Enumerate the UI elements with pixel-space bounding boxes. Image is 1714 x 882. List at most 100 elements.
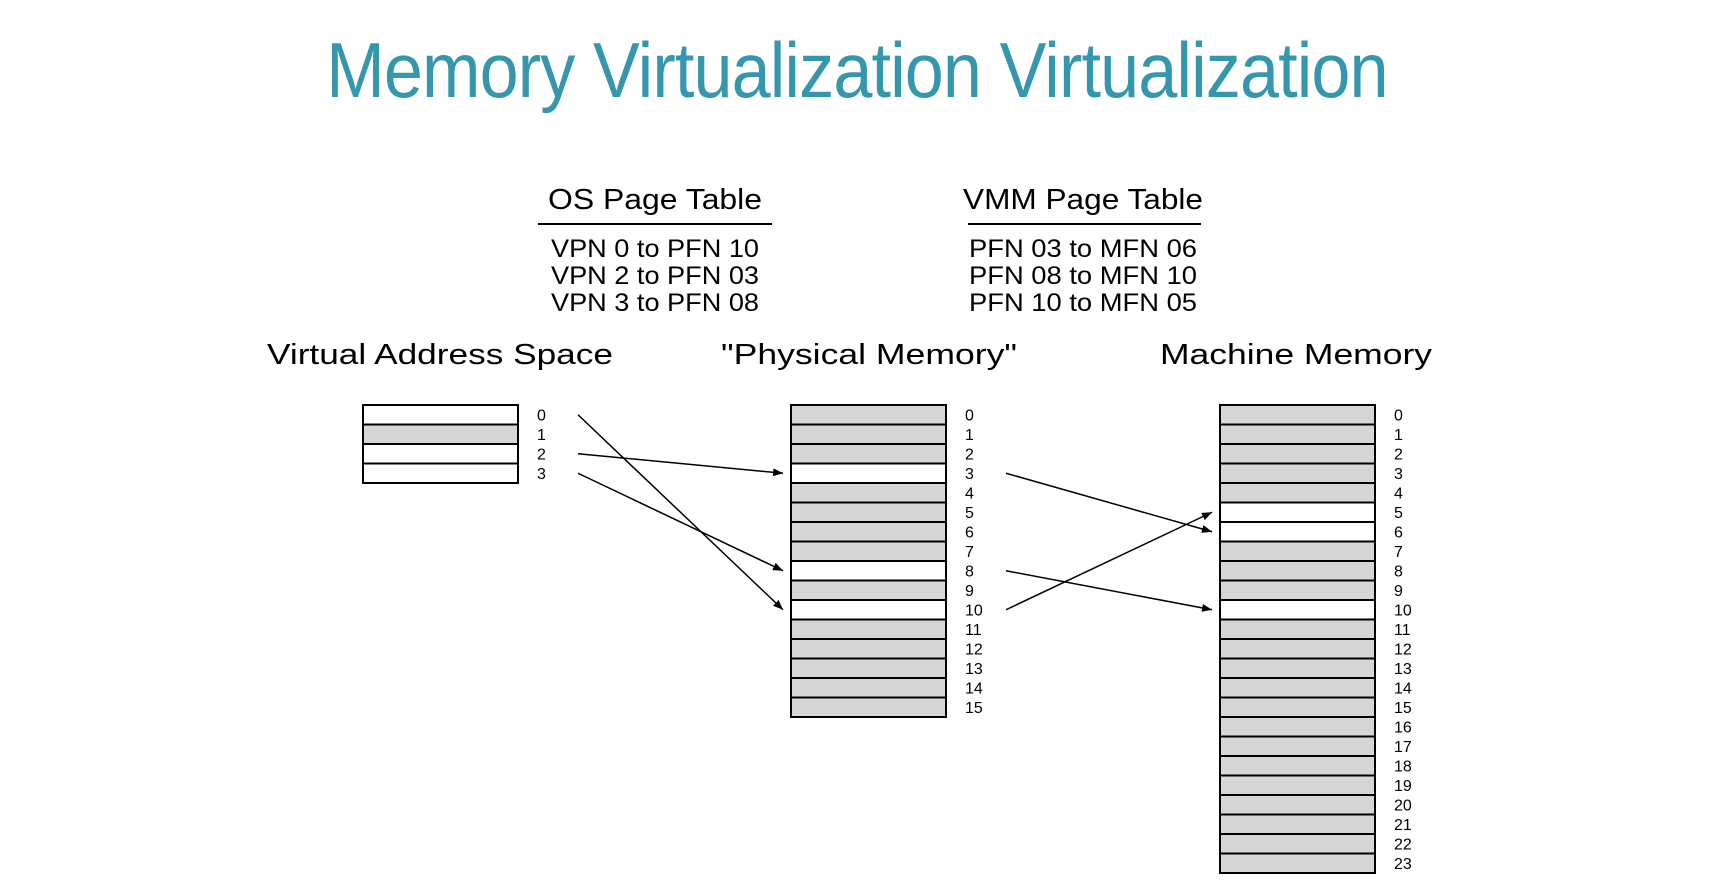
physical-page-index: 1 — [965, 427, 974, 444]
machine-page-cell — [1219, 852, 1376, 874]
physical-page-cell — [790, 599, 947, 621]
vmm-page-table-heading: VMM Page Table — [963, 184, 1203, 216]
virtual-page-cell — [362, 404, 519, 426]
physical-memory-label: "Physical Memory" — [721, 339, 1017, 371]
physical-page-cell — [790, 677, 947, 699]
machine-page-index: 9 — [1394, 583, 1403, 600]
machine-page-index: 14 — [1394, 681, 1412, 698]
physical-page-index: 10 — [965, 603, 983, 620]
machine-page-cell — [1219, 521, 1376, 543]
os-page-table-heading: OS Page Table — [548, 184, 762, 216]
physical-page-cell — [790, 540, 947, 562]
machine-page-index: 16 — [1394, 720, 1412, 737]
physical-page-cell — [790, 462, 947, 484]
machine-page-index: 7 — [1394, 544, 1403, 561]
mapping-arrow — [1005, 570, 1213, 612]
machine-page-index: 6 — [1394, 525, 1403, 542]
machine-page-cell — [1219, 599, 1376, 621]
physical-page-cell — [790, 482, 947, 504]
physical-page-index: 3 — [965, 466, 974, 483]
mapping-arrow — [577, 472, 784, 572]
memory-columns: 0123012345678910111213141501234567891011… — [362, 404, 1412, 874]
machine-page-cell — [1219, 677, 1376, 699]
machine-page-index: 17 — [1394, 739, 1412, 756]
machine-page-cell — [1219, 638, 1376, 660]
virtual-page-index: 0 — [537, 408, 546, 425]
slide-title: Memory Virtualization Virtualization — [326, 26, 1388, 114]
machine-page-cell — [1219, 579, 1376, 601]
physical-page-cell — [790, 638, 947, 660]
machine-page-index: 4 — [1394, 486, 1403, 503]
machine-page-cell — [1219, 833, 1376, 855]
physical-page-cell — [790, 404, 947, 426]
machine-page-index: 5 — [1394, 505, 1403, 522]
machine-page-index: 1 — [1394, 427, 1403, 444]
physical-page-cell — [790, 443, 947, 465]
machine-page-index: 22 — [1394, 837, 1412, 854]
physical-page-index: 5 — [965, 505, 974, 522]
virtual-page-cell — [362, 443, 519, 465]
physical-page-index: 4 — [965, 486, 974, 503]
mapping-arrows — [577, 414, 1213, 612]
physical-page-index: 15 — [965, 700, 983, 717]
vmm-page-table-entry: PFN 08 to MFN 10 — [969, 262, 1197, 290]
physical-page-cell — [790, 579, 947, 601]
machine-page-cell — [1219, 716, 1376, 738]
mapping-arrow — [577, 414, 784, 611]
virtual-page-index: 2 — [537, 447, 546, 464]
machine-page-index: 8 — [1394, 564, 1403, 581]
physical-page-cell — [790, 521, 947, 543]
os-page-table: OS Page Table VPN 0 to PFN 10 VPN 2 to P… — [538, 184, 772, 317]
physical-page-index: 7 — [965, 544, 974, 561]
mapping-arrow — [1005, 472, 1213, 533]
vmm-page-table: VMM Page Table PFN 03 to MFN 06 PFN 08 t… — [963, 184, 1203, 317]
machine-page-index: 0 — [1394, 408, 1403, 425]
physical-page-cell — [790, 618, 947, 640]
machine-page-index: 2 — [1394, 447, 1403, 464]
machine-page-cell — [1219, 404, 1376, 426]
virtual-page-index: 1 — [537, 427, 546, 444]
machine-page-cell — [1219, 735, 1376, 757]
machine-page-cell — [1219, 540, 1376, 562]
physical-page-index: 14 — [965, 681, 983, 698]
machine-page-index: 23 — [1394, 856, 1412, 873]
machine-page-cell — [1219, 813, 1376, 835]
machine-memory-label: Machine Memory — [1160, 339, 1433, 371]
physical-page-index: 9 — [965, 583, 974, 600]
physical-page-index: 2 — [965, 447, 974, 464]
virtual-page-cell — [362, 423, 519, 445]
machine-page-index: 19 — [1394, 778, 1412, 795]
virtual-page-cell — [362, 462, 519, 484]
mapping-arrow — [1005, 511, 1213, 611]
machine-page-index: 21 — [1394, 817, 1412, 834]
mapping-arrow — [577, 453, 784, 477]
physical-page-index: 0 — [965, 408, 974, 425]
virtual-page-index: 3 — [537, 466, 546, 483]
vmm-page-table-entry: PFN 10 to MFN 05 — [969, 289, 1197, 317]
virtual-memory-column: 0 1 2 3 — [362, 404, 546, 484]
physical-page-cell — [790, 560, 947, 582]
machine-page-cell — [1219, 696, 1376, 718]
machine-page-cell — [1219, 794, 1376, 816]
machine-page-cell — [1219, 755, 1376, 777]
machine-page-cell — [1219, 618, 1376, 640]
machine-page-index: 11 — [1394, 622, 1411, 639]
physical-page-cell — [790, 657, 947, 679]
machine-page-index: 15 — [1394, 700, 1412, 717]
virtual-address-space-label: Virtual Address Space — [267, 339, 613, 371]
physical-page-cell — [790, 423, 947, 445]
machine-page-cell — [1219, 482, 1376, 504]
os-page-table-entry: VPN 0 to PFN 10 — [551, 235, 759, 263]
physical-page-cell — [790, 696, 947, 718]
machine-page-cell — [1219, 774, 1376, 796]
physical-page-index: 13 — [965, 661, 983, 678]
physical-page-index: 11 — [965, 622, 982, 639]
machine-page-index: 12 — [1394, 642, 1412, 659]
machine-page-cell — [1219, 423, 1376, 445]
machine-page-index: 18 — [1394, 759, 1412, 776]
os-page-table-entry: VPN 2 to PFN 03 — [551, 262, 759, 290]
physical-page-index: 8 — [965, 564, 974, 581]
machine-page-index: 3 — [1394, 466, 1403, 483]
